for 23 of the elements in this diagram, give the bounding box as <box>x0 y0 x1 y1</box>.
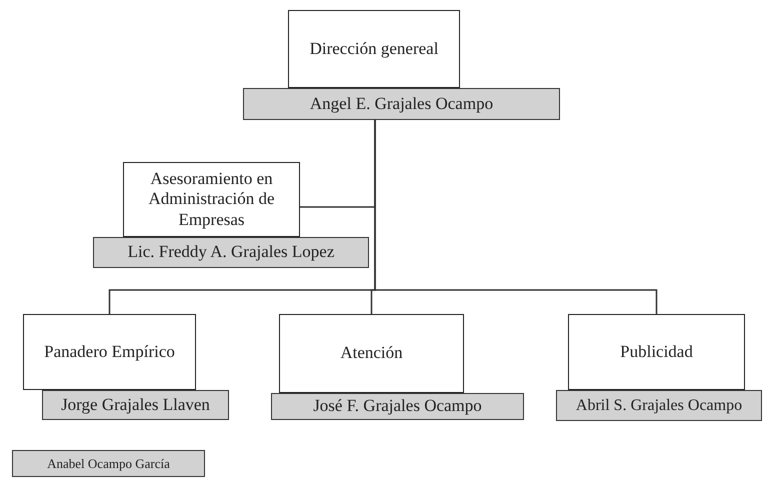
person-name: Anabel Ocampo García <box>47 456 170 472</box>
name-bar <box>93 237 369 268</box>
position-box <box>568 314 745 390</box>
position-title: Dirección genereal <box>310 38 438 60</box>
position-box <box>288 10 460 88</box>
position-title: Panadero Empírico <box>44 342 175 362</box>
person-name: José F. Grajales Ocampo <box>313 396 482 417</box>
name-bar <box>12 450 205 477</box>
position-box <box>23 314 196 390</box>
person-name: Jorge Grajales Llaven <box>61 394 210 416</box>
person-name: Abril S. Grajales Ocampo <box>576 396 742 416</box>
position-title: Publicidad <box>620 342 693 362</box>
position-box <box>123 162 300 237</box>
name-bar <box>243 88 560 120</box>
person-name: Angel E. Grajales Ocampo <box>310 94 494 114</box>
position-title: Asesoramiento en Administración de Empresas <box>147 168 276 230</box>
name-bar <box>271 393 524 420</box>
person-name: Lic. Freddy A. Grajales Lopez <box>128 242 334 263</box>
name-bar <box>556 390 762 421</box>
name-bar <box>42 390 229 420</box>
position-box <box>279 314 464 393</box>
connector-line <box>374 120 658 314</box>
position-title: Atención <box>340 343 403 364</box>
